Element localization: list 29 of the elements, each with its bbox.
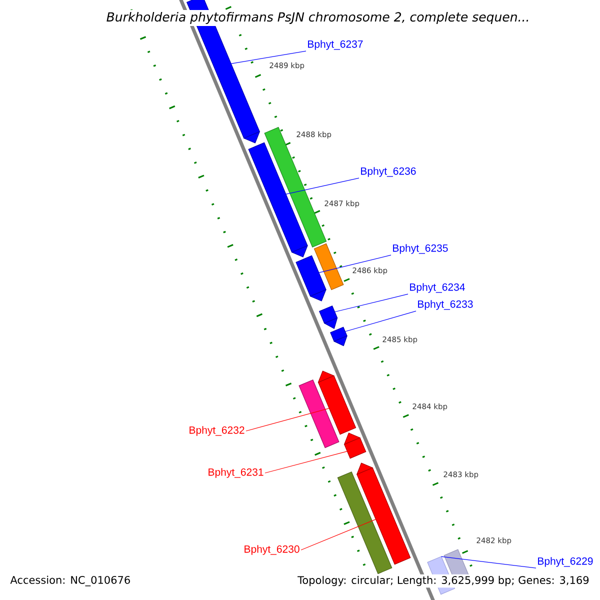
leader-line [318, 254, 392, 273]
leader-line [300, 519, 376, 550]
gene-block [296, 255, 326, 302]
leader-line [230, 50, 306, 64]
gene-block [248, 142, 308, 258]
gene-block [344, 432, 366, 459]
gene-block [356, 462, 411, 565]
title: Burkholderia phytofirmans PsJN chromosome 2, complete sequen... [104, 10, 532, 26]
leader-line [264, 451, 348, 474]
leader-line [441, 556, 536, 568]
leader-line [334, 294, 408, 312]
gene-label: Bphyt_6236 [361, 167, 416, 177]
gene-label: Bphyt_6235 [393, 244, 448, 254]
gene-label: Bphyt_6234 [410, 283, 465, 293]
accession-text: Accession: NC_010676 [10, 576, 130, 586]
leader-line [246, 408, 330, 432]
gene-label: Bphyt_6229 [538, 557, 593, 567]
gene-label: Bphyt_6237 [308, 40, 363, 50]
leader-line [286, 178, 360, 194]
summary-text: Topology: circular; Length: 3,625,999 bp; Genes: 3,169 [296, 574, 591, 588]
gene-block [314, 243, 344, 290]
leader-line [344, 310, 416, 332]
gene-block [318, 305, 338, 329]
gene-label: Bphyt_6232 [190, 426, 244, 436]
gene-label: Bphyt_6230 [244, 545, 300, 555]
gene-block [318, 370, 356, 435]
gene-label: Bphyt_6231 [208, 468, 264, 478]
gene-label: Bphyt_6233 [418, 300, 473, 310]
gene-block [330, 326, 348, 346]
